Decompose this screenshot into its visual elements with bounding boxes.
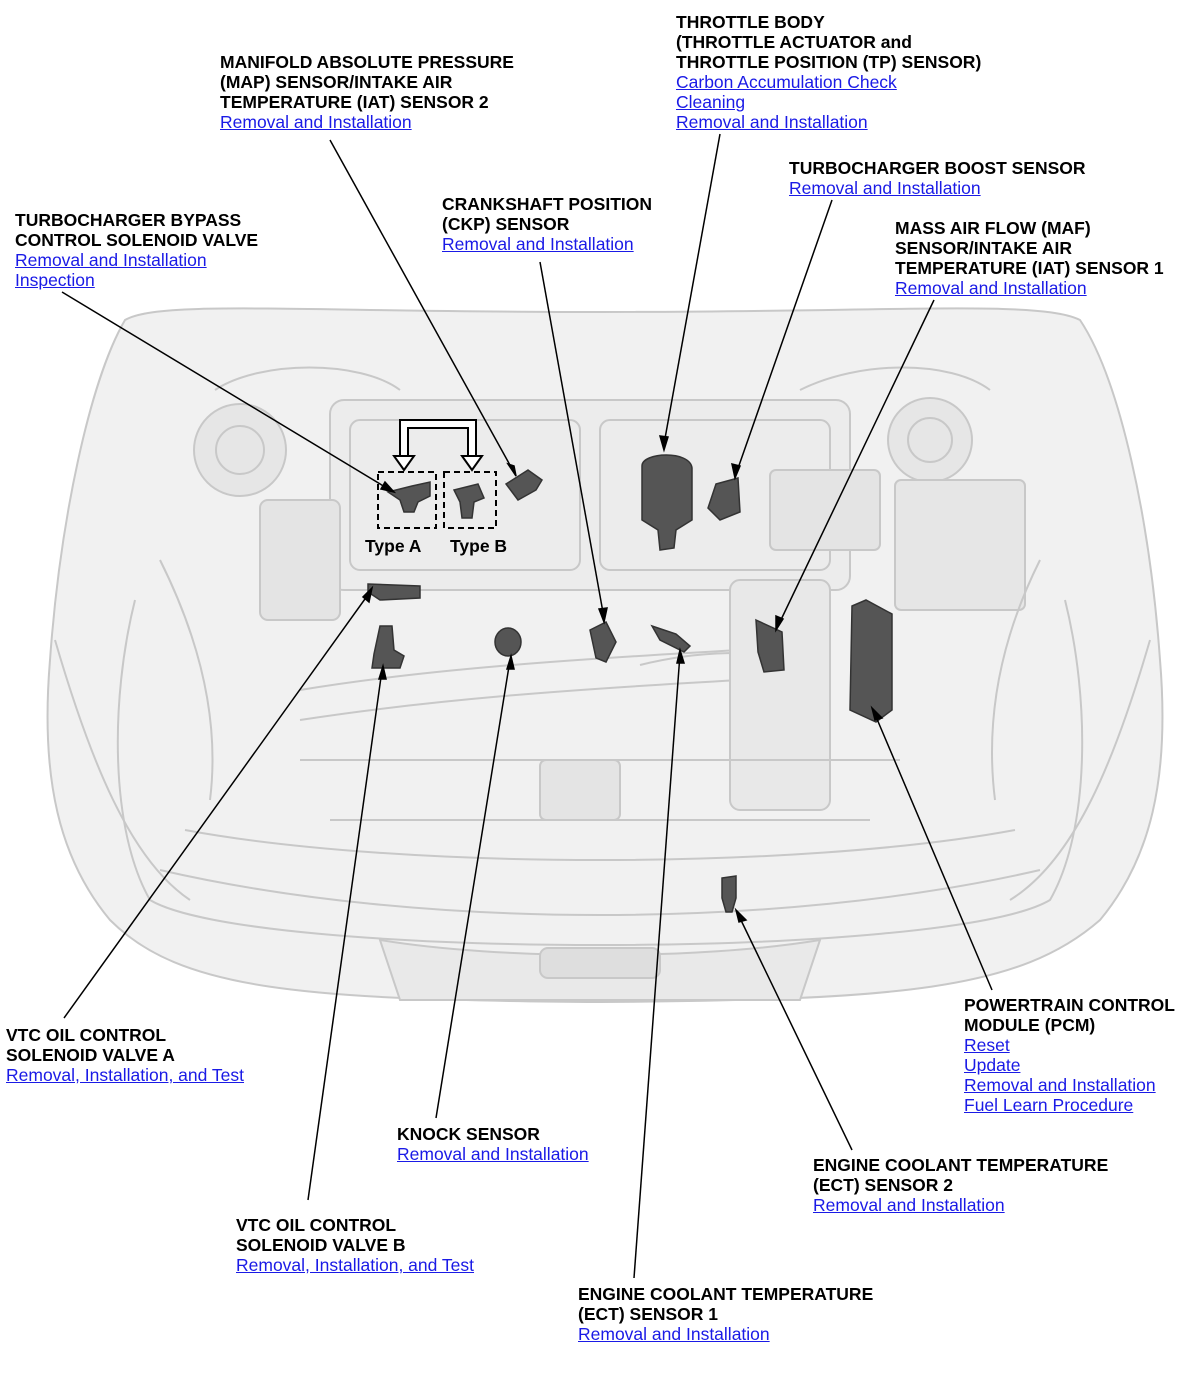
callout-title: ENGINE COOLANT TEMPERATURE (ECT) SENSOR …	[813, 1155, 1109, 1195]
knock-sensor-part	[494, 627, 522, 657]
pcm-part	[849, 599, 893, 723]
link-removal-installation[interactable]: Removal and Installation	[220, 112, 412, 132]
link-removal-installation[interactable]: Removal and Installation	[895, 278, 1087, 298]
leader-ect2	[737, 913, 853, 1151]
callout-title: KNOCK SENSOR	[397, 1124, 540, 1144]
boost-sensor-part	[707, 477, 741, 521]
leader-boost	[735, 199, 833, 475]
maf-sensor-part	[755, 618, 785, 673]
link-removal-installation-test[interactable]: Removal, Installation, and Test	[236, 1255, 475, 1275]
type-a-label: Type A	[365, 536, 422, 556]
link-cleaning[interactable]: Cleaning	[676, 92, 746, 112]
callout-title: MANIFOLD ABSOLUTE PRESSURE (MAP) SENSOR/…	[220, 52, 514, 112]
leader-map	[329, 139, 517, 477]
callout-pcm: POWERTRAIN CONTROL MODULE (PCM) Reset Up…	[964, 995, 1175, 1115]
callout-title: ENGINE COOLANT TEMPERATURE (ECT) SENSOR …	[578, 1284, 874, 1324]
type-b-label: Type B	[450, 536, 508, 556]
leader-maf	[777, 299, 935, 627]
leader-ect1	[633, 653, 681, 1279]
link-removal-installation[interactable]: Removal and Installation	[442, 234, 634, 254]
callout-title: MASS AIR FLOW (MAF) SENSOR/INTAKE AIR TE…	[895, 218, 1164, 278]
vtc-b-part	[371, 625, 405, 669]
leader-vtc-a	[63, 591, 371, 1019]
callout-maf-sensor: MASS AIR FLOW (MAF) SENSOR/INTAKE AIR TE…	[895, 218, 1164, 298]
map-sensor-part	[504, 469, 543, 501]
callout-ect2: ENGINE COOLANT TEMPERATURE (ECT) SENSOR …	[813, 1155, 1108, 1215]
callout-title: TURBOCHARGER BOOST SENSOR	[789, 158, 1086, 178]
link-removal-installation-test[interactable]: Removal, Installation, and Test	[6, 1065, 245, 1085]
link-inspection[interactable]: Inspection	[15, 270, 95, 290]
ect2-part	[721, 875, 737, 913]
vtc-a-part	[367, 583, 421, 601]
callout-title: VTC OIL CONTROL SOLENOID VALVE A	[6, 1025, 175, 1065]
link-removal-installation[interactable]: Removal and Installation	[397, 1144, 589, 1164]
callout-throttle-body: THROTTLE BODY (THROTTLE ACTUATOR and THR…	[676, 12, 981, 132]
callout-vtc-a: VTC OIL CONTROL SOLENOID VALVE A Removal…	[6, 1025, 244, 1085]
leader-knock	[435, 659, 511, 1119]
callout-bypass-valve: TURBOCHARGER BYPASS CONTROL SOLENOID VAL…	[15, 210, 258, 290]
callout-title: TURBOCHARGER BYPASS CONTROL SOLENOID VAL…	[15, 210, 259, 250]
ckp-sensor-part	[589, 620, 617, 663]
components	[367, 454, 893, 913]
callout-title: POWERTRAIN CONTROL MODULE (PCM)	[964, 995, 1175, 1035]
callout-map-sensor: MANIFOLD ABSOLUTE PRESSURE (MAP) SENSOR/…	[220, 52, 514, 132]
link-removal-installation[interactable]: Removal and Installation	[676, 112, 868, 132]
leader-ckp	[539, 261, 605, 619]
bypass-valve-type-a	[386, 481, 431, 513]
ect1-part	[650, 624, 692, 653]
callout-title: VTC OIL CONTROL SOLENOID VALVE B	[236, 1215, 406, 1255]
link-reset[interactable]: Reset	[964, 1035, 1010, 1055]
bypass-valve-type-b	[452, 483, 485, 519]
leader-bypass	[61, 291, 391, 491]
link-fuel-learn[interactable]: Fuel Learn Procedure	[964, 1095, 1134, 1115]
callout-title: THROTTLE BODY (THROTTLE ACTUATOR and THR…	[676, 12, 982, 72]
throttle-body-part	[641, 454, 693, 551]
leader-throttle	[663, 133, 721, 445]
link-removal-installation[interactable]: Removal and Installation	[15, 250, 207, 270]
link-removal-installation[interactable]: Removal and Installation	[789, 178, 981, 198]
leader-vtc-b	[307, 669, 383, 1201]
leader-lines	[61, 133, 993, 1279]
callout-knock-sensor: KNOCK SENSOR Removal and Installation	[397, 1124, 589, 1164]
callout-vtc-b: VTC OIL CONTROL SOLENOID VALVE B Removal…	[236, 1215, 474, 1275]
callout-ect1: ENGINE COOLANT TEMPERATURE (ECT) SENSOR …	[578, 1284, 873, 1344]
link-removal-installation[interactable]: Removal and Installation	[578, 1324, 770, 1344]
leader-pcm	[873, 711, 993, 991]
link-carbon-check[interactable]: Carbon Accumulation Check	[676, 72, 897, 92]
link-update[interactable]: Update	[964, 1055, 1021, 1075]
callout-ckp-sensor: CRANKSHAFT POSITION (CKP) SENSOR Removal…	[442, 194, 652, 254]
type-indicator	[377, 419, 497, 529]
callout-boost-sensor: TURBOCHARGER BOOST SENSOR Removal and In…	[789, 158, 1086, 198]
link-removal-installation[interactable]: Removal and Installation	[813, 1195, 1005, 1215]
link-removal-installation[interactable]: Removal and Installation	[964, 1075, 1156, 1095]
callout-title: CRANKSHAFT POSITION (CKP) SENSOR	[442, 194, 652, 234]
